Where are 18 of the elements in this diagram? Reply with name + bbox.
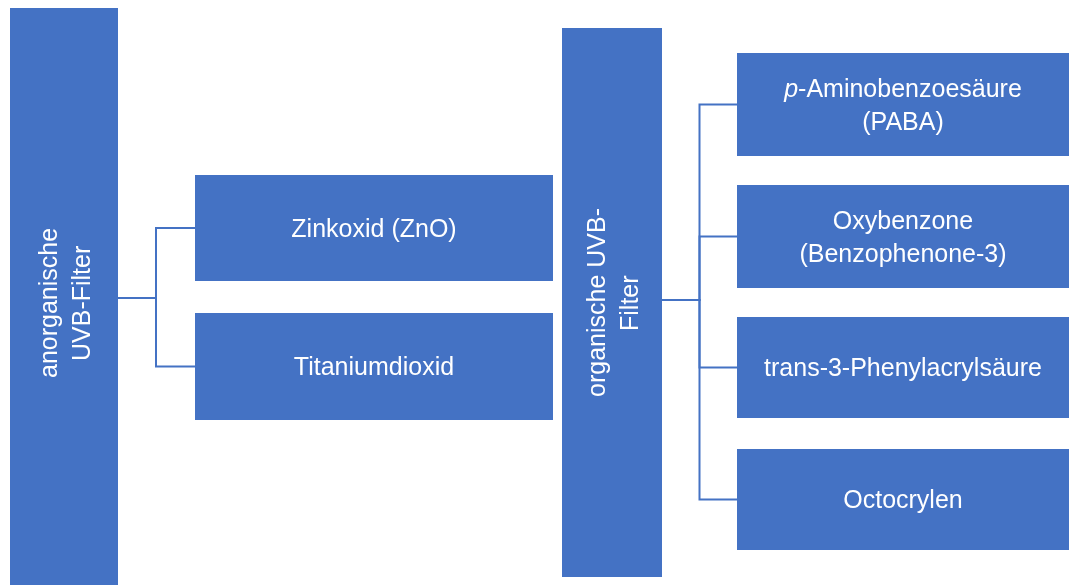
connector-line (661, 299, 738, 501)
box-label: anorganische UVB-Filter (32, 226, 95, 381)
category-box (737, 185, 1069, 288)
box-label: Zinkoxid (ZnO) (291, 212, 457, 244)
category-box (737, 449, 1069, 550)
box-label: Octocrylen (843, 484, 963, 516)
category-box (737, 53, 1069, 156)
category-box (10, 8, 118, 585)
box-label: Titaniumdioxid (293, 351, 455, 383)
box-label: Oxybenzone (Benzophenone-3) (798, 205, 1008, 269)
connector-line (117, 297, 196, 368)
box-label: trans-3-Phenylacrylsäure (764, 352, 1042, 384)
category-box (195, 313, 553, 420)
category-box (737, 317, 1069, 418)
category-box (562, 28, 662, 577)
box-label: p-Aminobenzoesäure (PABA) (782, 73, 1023, 137)
category-box (195, 175, 553, 281)
box-label: organische UVB-Filter (580, 207, 643, 399)
